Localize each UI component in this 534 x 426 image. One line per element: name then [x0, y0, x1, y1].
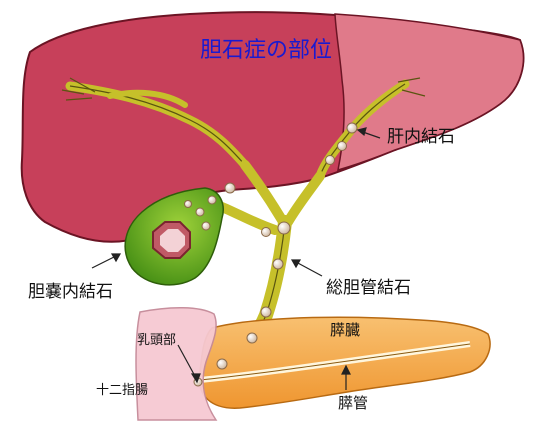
duodenum-label: 十二指腸 — [96, 384, 148, 397]
duodenum — [136, 308, 216, 420]
intrahepatic-stone-label: 肝内結石 — [387, 129, 455, 146]
pancreatic-duct-label: 膵管 — [338, 396, 368, 411]
diagram-title: 胆石症の部位 — [200, 40, 332, 62]
gallbladder-stone-label: 胆嚢内結石 — [28, 284, 113, 301]
pancreas-label: 膵臓 — [330, 323, 360, 338]
papilla-label: 乳頭部 — [137, 334, 176, 347]
common-bile-duct-stone-label: 総胆管結石 — [326, 280, 411, 297]
